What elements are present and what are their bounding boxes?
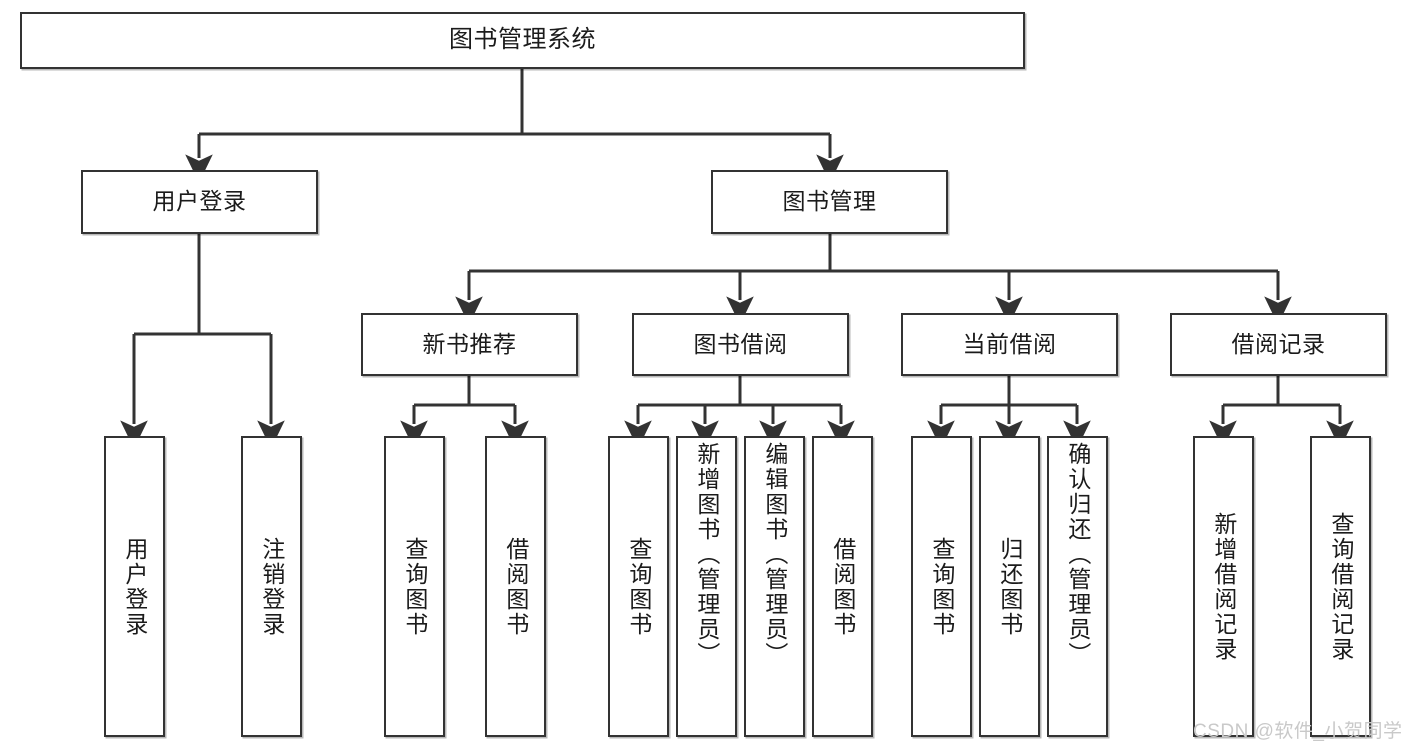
node-label: 查询图书: [401, 536, 428, 637]
node-root-system[interactable]: 图书管理系统: [20, 12, 1025, 69]
node-borrow-record[interactable]: 借阅记录: [1170, 313, 1387, 376]
node-book-management[interactable]: 图书管理: [711, 170, 948, 234]
csdn-watermark: CSDN @软件_小贺同学: [1193, 721, 1403, 742]
node-label: 新增借阅记录: [1210, 511, 1237, 662]
leaf-edit-book-admin[interactable]: 编辑图书（管理员）: [744, 436, 805, 737]
node-label: 注销登录: [258, 536, 285, 637]
leaf-add-book-admin[interactable]: 新增图书（管理员）: [676, 436, 737, 737]
leaf-logout[interactable]: 注销登录: [241, 436, 302, 737]
node-user-login[interactable]: 用户登录: [81, 170, 318, 234]
node-label: 用户登录: [152, 188, 247, 215]
leaf-return-book[interactable]: 归还图书: [979, 436, 1040, 737]
node-label: 借阅图书: [502, 536, 529, 637]
node-label: 图书借阅: [693, 330, 788, 357]
node-label: 查询借阅记录: [1327, 511, 1354, 662]
node-label: 当前借阅: [962, 330, 1057, 357]
node-label: 用户登录: [121, 536, 148, 637]
leaf-add-borrow-record[interactable]: 新增借阅记录: [1193, 436, 1254, 737]
leaf-query-book-current[interactable]: 查询图书: [911, 436, 972, 737]
node-label: 新书推荐: [422, 330, 517, 357]
node-label: 图书管理: [782, 188, 877, 215]
node-new-book-recommend[interactable]: 新书推荐: [361, 313, 578, 376]
leaf-borrow-book-recommend[interactable]: 借阅图书: [485, 436, 546, 737]
leaf-user-login[interactable]: 用户登录: [104, 436, 165, 737]
node-label: 查询图书: [625, 536, 652, 637]
leaf-borrow-book[interactable]: 借阅图书: [812, 436, 873, 737]
node-label: 新增图书（管理员）: [693, 442, 720, 667]
node-label: 查询图书: [928, 536, 955, 637]
node-book-borrow[interactable]: 图书借阅: [632, 313, 849, 376]
leaf-query-borrow-record[interactable]: 查询借阅记录: [1310, 436, 1371, 737]
node-label: 归还图书: [996, 536, 1023, 637]
leaf-query-book-borrow[interactable]: 查询图书: [608, 436, 669, 737]
node-label: 图书管理系统: [449, 26, 596, 54]
node-label: 借阅记录: [1231, 330, 1326, 357]
node-label: 借阅图书: [829, 536, 856, 637]
leaf-confirm-return-admin[interactable]: 确认归还（管理员）: [1047, 436, 1108, 737]
node-label: 确认归还（管理员）: [1064, 442, 1091, 667]
node-label: 编辑图书（管理员）: [761, 442, 788, 667]
leaf-query-book-recommend[interactable]: 查询图书: [384, 436, 445, 737]
node-current-borrow[interactable]: 当前借阅: [901, 313, 1118, 376]
